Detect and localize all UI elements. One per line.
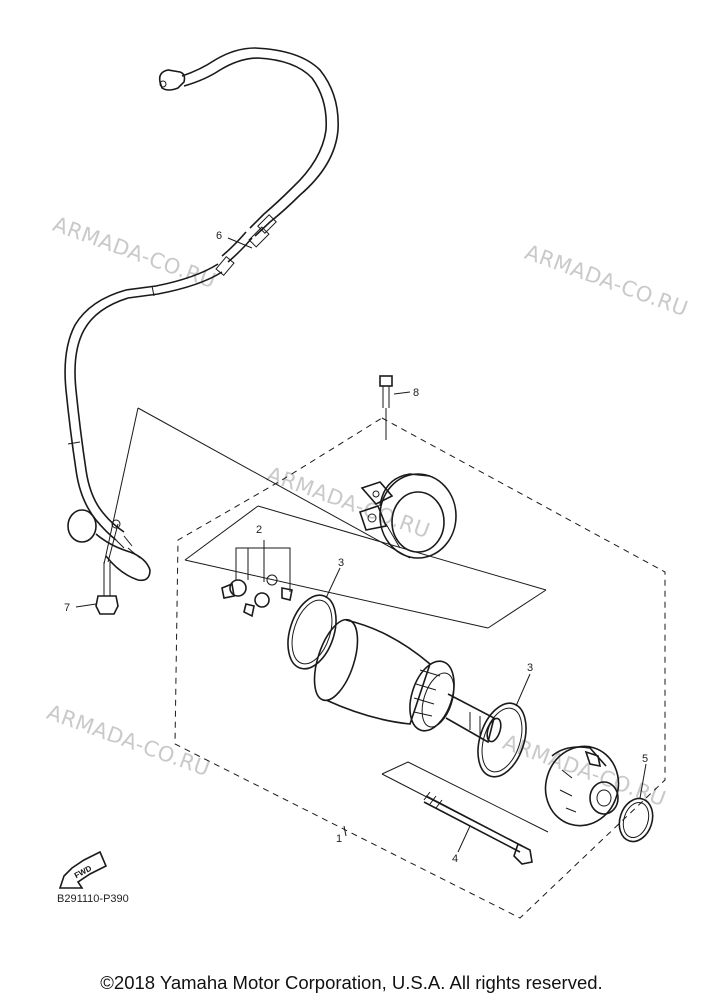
callout-3-right: 3: [527, 662, 533, 674]
callout-8: 8: [413, 387, 419, 399]
callout-1: 1: [336, 833, 342, 845]
rear-cover: [544, 745, 620, 827]
o-ring-left: [287, 567, 341, 670]
o-ring-5: [618, 763, 654, 843]
fwd-arrow-icon: FWD: [58, 850, 108, 889]
callout-5: 5: [642, 753, 648, 765]
callout-3-left: 3: [338, 557, 344, 569]
callout-6: 6: [216, 230, 222, 242]
starter-cable: [64, 47, 339, 582]
callout-2: 2: [256, 524, 262, 536]
copyright-notice: ©2018 Yamaha Motor Corporation, U.S.A. A…: [100, 972, 603, 993]
kit-outline: [103, 407, 666, 919]
front-cover: [358, 473, 457, 559]
screw-8: [379, 375, 393, 440]
through-bolt-4: [381, 761, 549, 865]
armature-yoke: [313, 618, 502, 744]
bolt-7: [95, 523, 119, 615]
part-code: B291110-P390: [57, 893, 129, 905]
o-ring-right: [477, 673, 531, 778]
callout-7: 7: [64, 602, 70, 614]
callout-4: 4: [452, 853, 458, 865]
brush-set: [221, 540, 293, 618]
